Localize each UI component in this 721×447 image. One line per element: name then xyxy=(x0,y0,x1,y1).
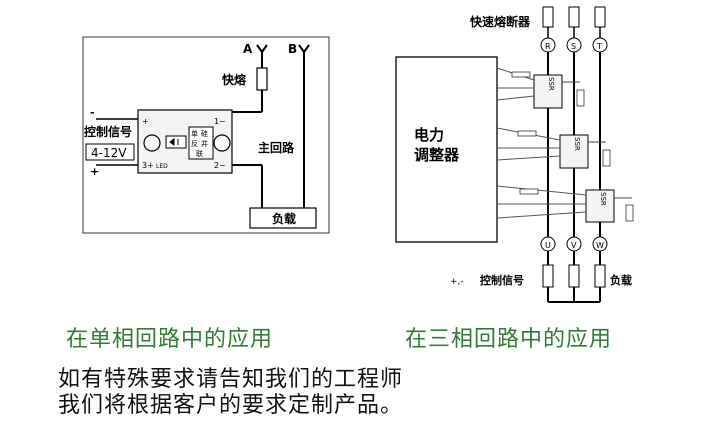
ssr-r-snubber-symbol xyxy=(576,89,585,107)
optocoupler-symbol xyxy=(165,135,187,149)
ssr-t-label: SSR xyxy=(599,192,607,206)
fuse-r-symbol xyxy=(542,6,554,28)
single-phase-frame xyxy=(82,36,330,234)
note-line-1: 如有特殊要求请告知我们的工程师 xyxy=(58,367,404,392)
input-s-label: S xyxy=(571,42,576,51)
module-terminal-1: 1~ xyxy=(214,117,226,126)
voltage-range-box xyxy=(85,143,135,161)
module-text-4: 并 xyxy=(201,139,208,148)
output-v-label: V xyxy=(571,241,577,250)
ssr-r-label: SSR xyxy=(547,77,555,91)
input-t-label: T xyxy=(596,42,602,51)
phase-b-terminal-icon xyxy=(298,44,310,54)
single-phase-caption: 在单相回路中的应用 xyxy=(66,327,274,352)
ssr-r-module: SSR xyxy=(496,67,585,109)
module-terminal-3: 3+ xyxy=(142,161,154,170)
controller-label-line2: 调整器 xyxy=(414,146,460,164)
ssr-s-module: SSR xyxy=(496,127,611,169)
ssr-t-snubber-symbol xyxy=(625,204,634,222)
ssr-s-label: SSR xyxy=(573,137,581,151)
output-v: V xyxy=(566,236,582,302)
ssr-s-box xyxy=(559,134,589,169)
output-u: U xyxy=(540,236,556,302)
thyristor-block xyxy=(188,126,214,160)
control-terminal-screw-icon xyxy=(143,134,161,152)
fuse-label: 快熔 xyxy=(222,72,247,87)
phase-b-label: B xyxy=(288,42,297,56)
optocoupler-diode-icon xyxy=(169,138,179,146)
note-line-2: 我们将根据客户的要求定制产品。 xyxy=(58,393,404,418)
single-phase-diagram: A 快熔 B 单 硅 反 并 联 + 3+ LED 1~ 2~ - 控制信号 4… xyxy=(82,36,330,234)
three-phase-load-label: 负载 xyxy=(610,273,632,287)
fast-fuse-label: 快速熔断器 xyxy=(470,14,531,29)
fuse-t-symbol xyxy=(594,6,606,28)
control-plus-label: + xyxy=(90,165,99,178)
module-text-3: 反 xyxy=(191,139,198,148)
module-text-1: 单 xyxy=(191,129,198,138)
fuse-s-symbol xyxy=(568,6,580,28)
output-w: W xyxy=(592,236,608,302)
ssr-s-resistor-symbol xyxy=(517,130,537,137)
fast-fuse-symbol xyxy=(256,67,268,91)
single-load-label: 负载 xyxy=(272,211,296,226)
module-terminal-2: 2~ xyxy=(214,161,226,170)
main-circuit-label: 主回路 xyxy=(258,140,295,155)
module-plus-terminal: + xyxy=(142,117,149,126)
ssr-r-resistor-symbol xyxy=(511,71,531,78)
input-t: T xyxy=(592,6,608,53)
load-u-symbol xyxy=(542,264,554,288)
input-s: S xyxy=(566,6,582,53)
output-u-label: U xyxy=(545,241,551,250)
phase-a-terminal-icon xyxy=(256,44,268,54)
three-phase-caption: 在三相回路中的应用 xyxy=(405,327,613,352)
load-w-symbol xyxy=(594,264,606,288)
power-controller-box xyxy=(395,56,498,243)
input-r-label: R xyxy=(545,42,551,51)
input-r: R xyxy=(540,6,556,53)
control-minus-label: - xyxy=(90,106,95,119)
module-text-5: 联 xyxy=(196,149,203,158)
ssr-s-snubber-symbol xyxy=(602,149,611,167)
three-phase-diagram: 快速熔断器 R S T 电力 调整器 xyxy=(395,6,634,303)
phase-a-label: A xyxy=(243,42,253,56)
output-w-label: W xyxy=(596,241,604,250)
load-box xyxy=(249,207,317,229)
module-text-2: 硅 xyxy=(201,129,208,138)
ssr-t-resistor-symbol xyxy=(519,188,539,195)
controller-label-line1: 电力 xyxy=(414,126,444,144)
load-v-symbol xyxy=(568,264,580,288)
ssr-r-box xyxy=(533,74,563,109)
three-phase-control-signal-label: 控制信号 xyxy=(480,273,524,287)
output-terminal-screw-icon xyxy=(213,134,231,152)
control-signal-marks: +,- xyxy=(450,277,464,287)
control-signal-label: 控制信号 xyxy=(84,124,132,139)
ssr-t-module: SSR xyxy=(496,185,634,223)
module-led-label: LED xyxy=(156,163,168,170)
voltage-range: 4-12V xyxy=(91,146,127,160)
ssr-t-box xyxy=(585,189,615,223)
